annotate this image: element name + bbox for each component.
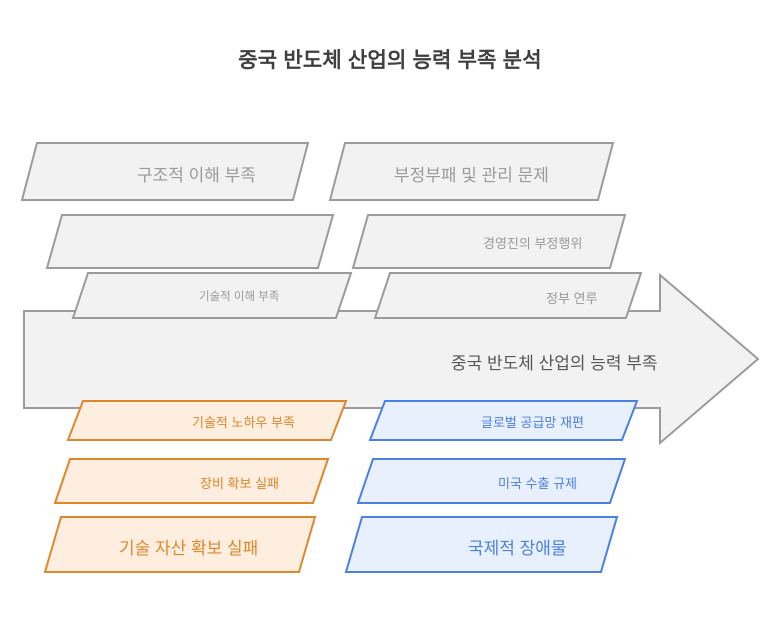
- node-shape-top-left-1[interactable]: [20, 142, 310, 201]
- node-shape-top-right-2[interactable]: [351, 214, 627, 269]
- node-shape-top-right-3[interactable]: [373, 272, 643, 319]
- node-shape-top-left-3[interactable]: [71, 272, 353, 319]
- node-shape-bottom-right-2[interactable]: [356, 458, 627, 504]
- node-shape-bottom-left-2[interactable]: [53, 458, 330, 504]
- node-shape-bottom-left-3[interactable]: [43, 516, 317, 573]
- page-title: 중국 반도체 산업의 능력 부족 분석: [238, 49, 542, 72]
- spine-label: 중국 반도체 산업의 능력 부족: [451, 354, 658, 373]
- node-shape-top-right-1[interactable]: [328, 142, 615, 201]
- node-shape-bottom-right-1[interactable]: [368, 400, 639, 441]
- node-shape-bottom-right-3[interactable]: [344, 516, 619, 573]
- node-shape-top-left-2[interactable]: [45, 214, 335, 269]
- node-shape-bottom-left-1[interactable]: [66, 400, 348, 441]
